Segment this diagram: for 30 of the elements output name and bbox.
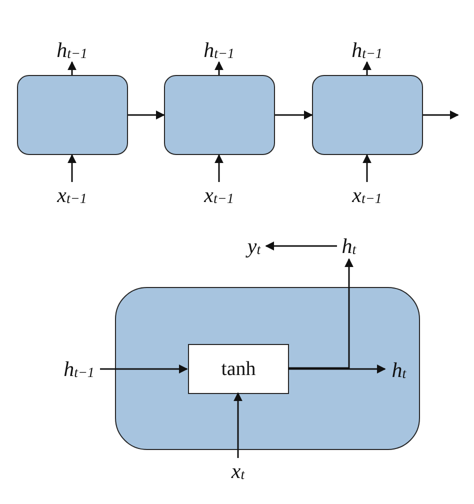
variable-label: x$_{t−1}$ bbox=[199, 182, 239, 208]
variable-label: y$_{t}$ bbox=[242, 233, 266, 259]
arrow bbox=[288, 364, 386, 374]
arrow bbox=[362, 154, 372, 182]
variable-label: x$_{t−1}$ bbox=[52, 182, 92, 208]
process-box bbox=[115, 287, 420, 450]
variable-label: x$_{t}$ bbox=[226, 458, 250, 484]
variable-label: h$_{t−1}$ bbox=[199, 38, 239, 62]
process-box bbox=[164, 75, 275, 155]
arrow bbox=[68, 61, 76, 75]
arrow bbox=[214, 154, 224, 182]
process-box bbox=[312, 75, 423, 155]
variable-label: h$_{t}$ bbox=[337, 233, 361, 259]
arrow bbox=[423, 110, 459, 120]
variable-label: h$_{t−1}$ bbox=[58, 356, 100, 382]
arrow bbox=[100, 364, 188, 374]
arrow bbox=[265, 242, 337, 250]
arrow bbox=[128, 110, 165, 120]
process-box bbox=[17, 75, 128, 155]
arrow bbox=[234, 392, 242, 458]
arrow bbox=[68, 154, 76, 182]
variable-label: h$_{t−1}$ bbox=[52, 38, 92, 62]
arrow bbox=[275, 110, 313, 120]
function-box: tanh bbox=[188, 344, 289, 394]
arrow bbox=[288, 258, 354, 369]
arrow bbox=[214, 61, 224, 75]
variable-label: h$_{t}$ bbox=[386, 357, 412, 383]
variable-label: h$_{t−1}$ bbox=[347, 38, 387, 62]
arrow bbox=[362, 61, 372, 75]
variable-label: x$_{t−1}$ bbox=[347, 182, 387, 208]
